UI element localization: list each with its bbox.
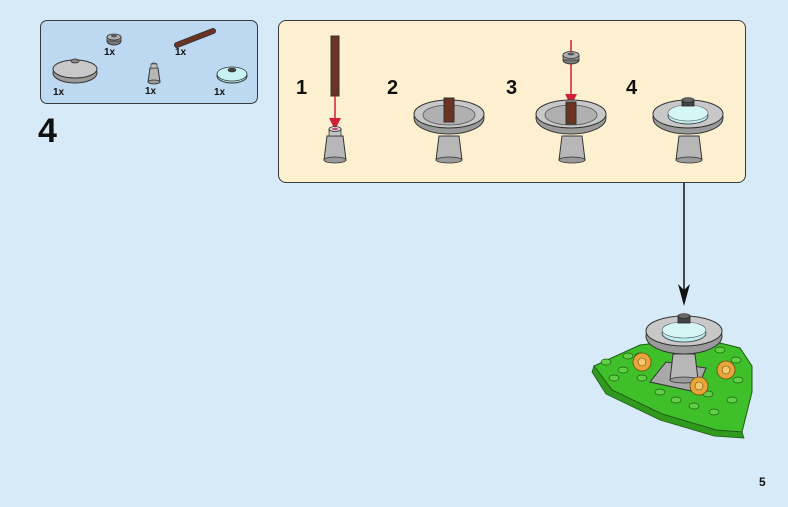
grey-cone-part <box>147 62 161 85</box>
sub-step-number: 3 <box>506 77 518 99</box>
flower <box>632 352 652 372</box>
qty-label: 1x <box>175 47 187 58</box>
sub-assembly-callout <box>278 20 746 183</box>
qty-label: 1x <box>53 87 65 98</box>
flower <box>689 376 709 396</box>
grey-dish-part <box>52 58 98 84</box>
sub-step-number: 4 <box>626 77 638 99</box>
sub-step-1-illustration <box>323 35 347 164</box>
qty-label: 1x <box>145 86 157 97</box>
sub-step-number: 2 <box>387 77 399 99</box>
flower <box>716 360 736 380</box>
sub-step-number: 1 <box>296 77 308 99</box>
page-number: 5 <box>759 475 766 489</box>
sub-step-3-illustration <box>535 40 607 164</box>
trans-light-blue-tile-part <box>216 66 248 84</box>
dark-grey-round-plate-part <box>106 33 122 46</box>
main-model-illustration <box>591 313 753 439</box>
brown-bar-part <box>174 28 216 48</box>
qty-label: 1x <box>104 47 116 58</box>
sub-step-2-illustration <box>413 97 485 164</box>
qty-label: 1x <box>214 87 226 98</box>
assembly-arrow <box>678 183 690 306</box>
sub-step-4-illustration <box>652 97 724 164</box>
step-number: 4 <box>38 112 57 150</box>
